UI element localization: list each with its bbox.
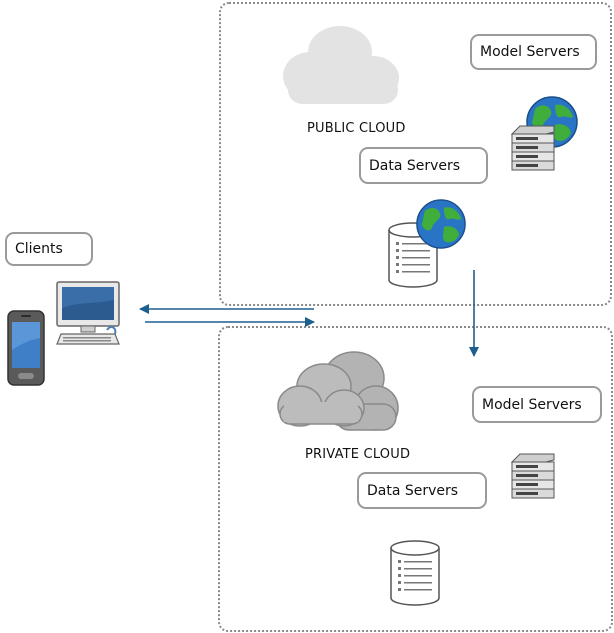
cloud-icon — [277, 351, 399, 431]
private-cloud-title: PRIVATE CLOUD — [305, 447, 411, 462]
database-icon — [388, 222, 438, 288]
public-cloud-zone — [219, 2, 612, 306]
database-icon — [390, 540, 440, 606]
smartphone-icon — [7, 310, 45, 386]
public-model-servers-label: Model Servers — [470, 34, 597, 70]
private-model-servers-label: Model Servers — [472, 386, 602, 423]
cloud-icon — [283, 26, 399, 104]
server-rack-icon — [510, 125, 555, 171]
public-cloud-title: PUBLIC CLOUD — [307, 121, 406, 136]
server-rack-icon — [510, 453, 555, 499]
private-data-servers-label: Data Servers — [357, 472, 487, 509]
globe-icon — [416, 199, 466, 249]
clients-label: Clients — [5, 232, 93, 266]
private-cloud-zone — [218, 326, 613, 632]
desktop-computer-icon — [56, 281, 120, 345]
public-data-servers-label: Data Servers — [359, 147, 488, 184]
